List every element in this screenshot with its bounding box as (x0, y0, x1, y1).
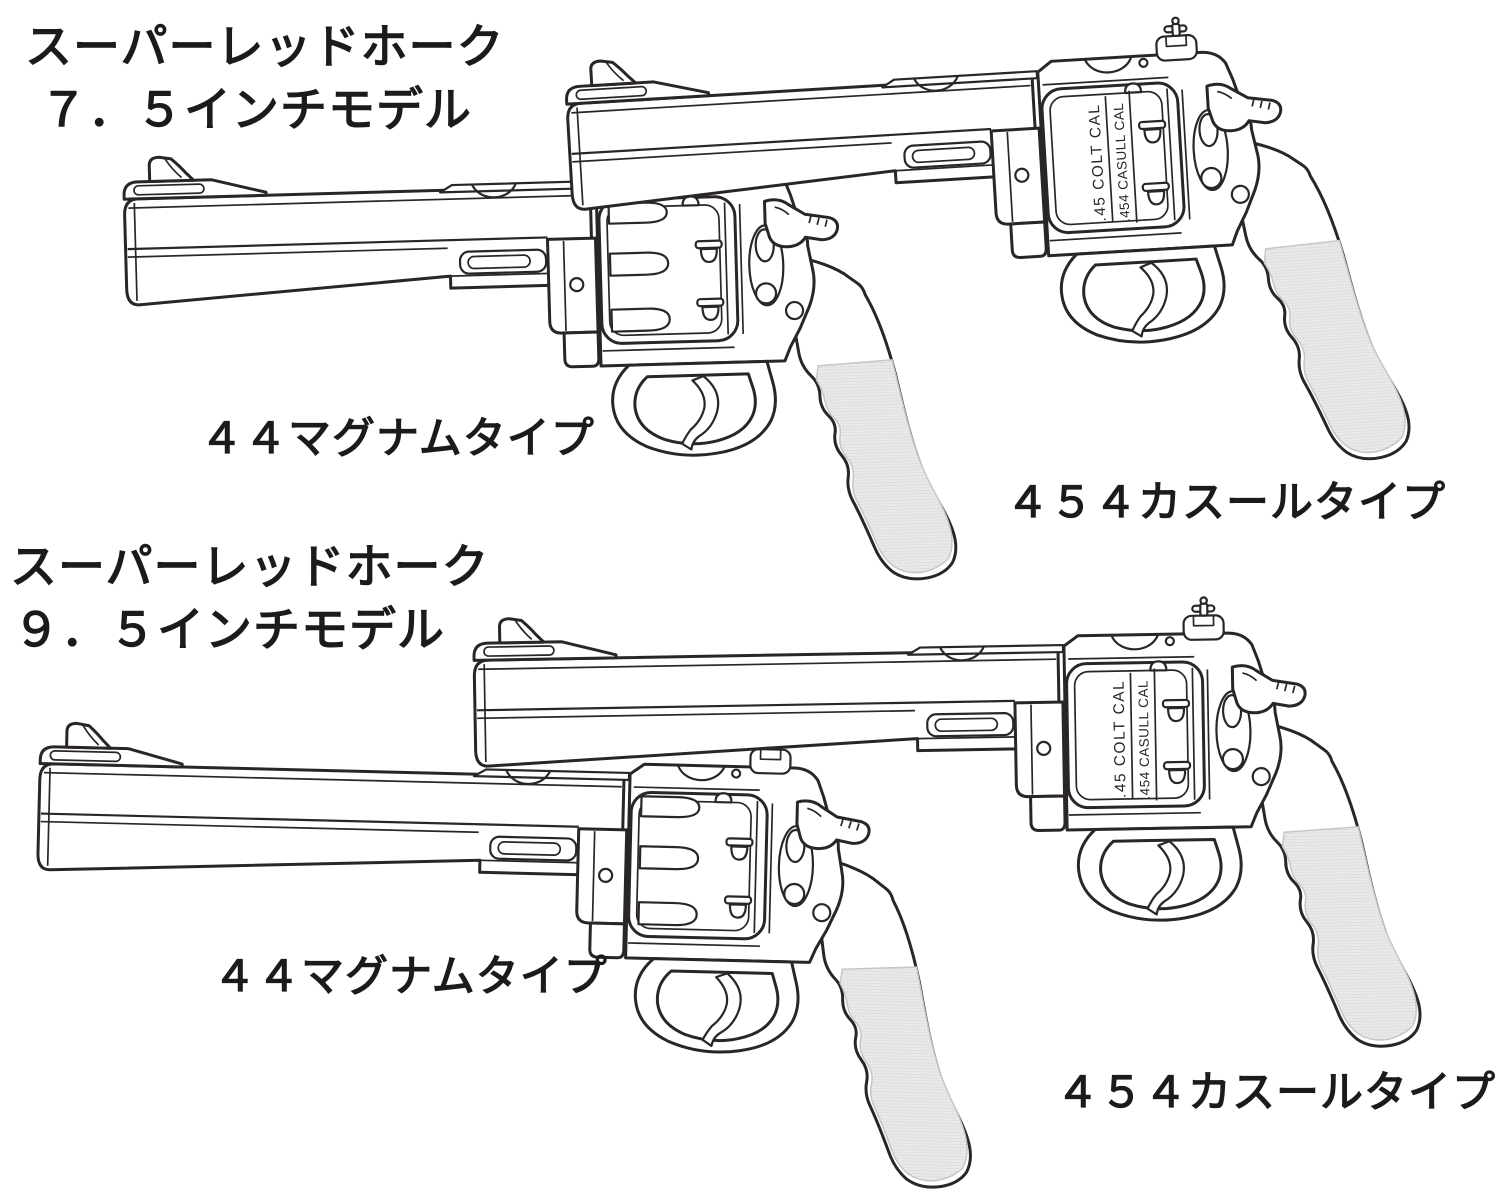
cylinder-marking-454-casull: .454 CASULL CAL (1136, 680, 1153, 800)
revolver-454-casull-7-5in: .45 COLT CAL.454 CASULL CAL (565, 16, 1411, 461)
title-line2: ７．５インチモデル (40, 83, 472, 136)
cylinder-marking-45-colt: .45 COLT CAL (1086, 103, 1110, 222)
revolver-44-magnum-7-5in (122, 130, 958, 581)
section-title-7-5: スーパーレッドホーク ７．５インチモデル (25, 15, 505, 141)
label-44-magnum-bottom: ４４マグナムタイプ (213, 953, 608, 1001)
revolver-454-casull-9-5in: .45 COLT CAL .454 CASULL CAL (472, 596, 1422, 1048)
label-454-casull-top: ４５４カスールタイプ (1006, 479, 1446, 527)
revolver-44-magnum-9-5in (36, 721, 972, 1189)
label-454-casull-bottom: ４５４カスールタイプ (1056, 1069, 1496, 1117)
title-line1: スーパーレッドホーク (25, 20, 505, 73)
title-line2: ９．５インチモデル (13, 603, 445, 656)
cylinder-marking-454-casull: .454 CASULL CAL (1111, 102, 1133, 222)
cylinder-marking-45-colt: .45 COLT CAL (1111, 680, 1130, 799)
label-44-magnum-top: ４４マグナムタイプ (200, 415, 595, 463)
title-line1: スーパーレッドホーク (10, 540, 490, 593)
section-title-9-5: スーパーレッドホーク ９．５インチモデル (10, 535, 490, 661)
